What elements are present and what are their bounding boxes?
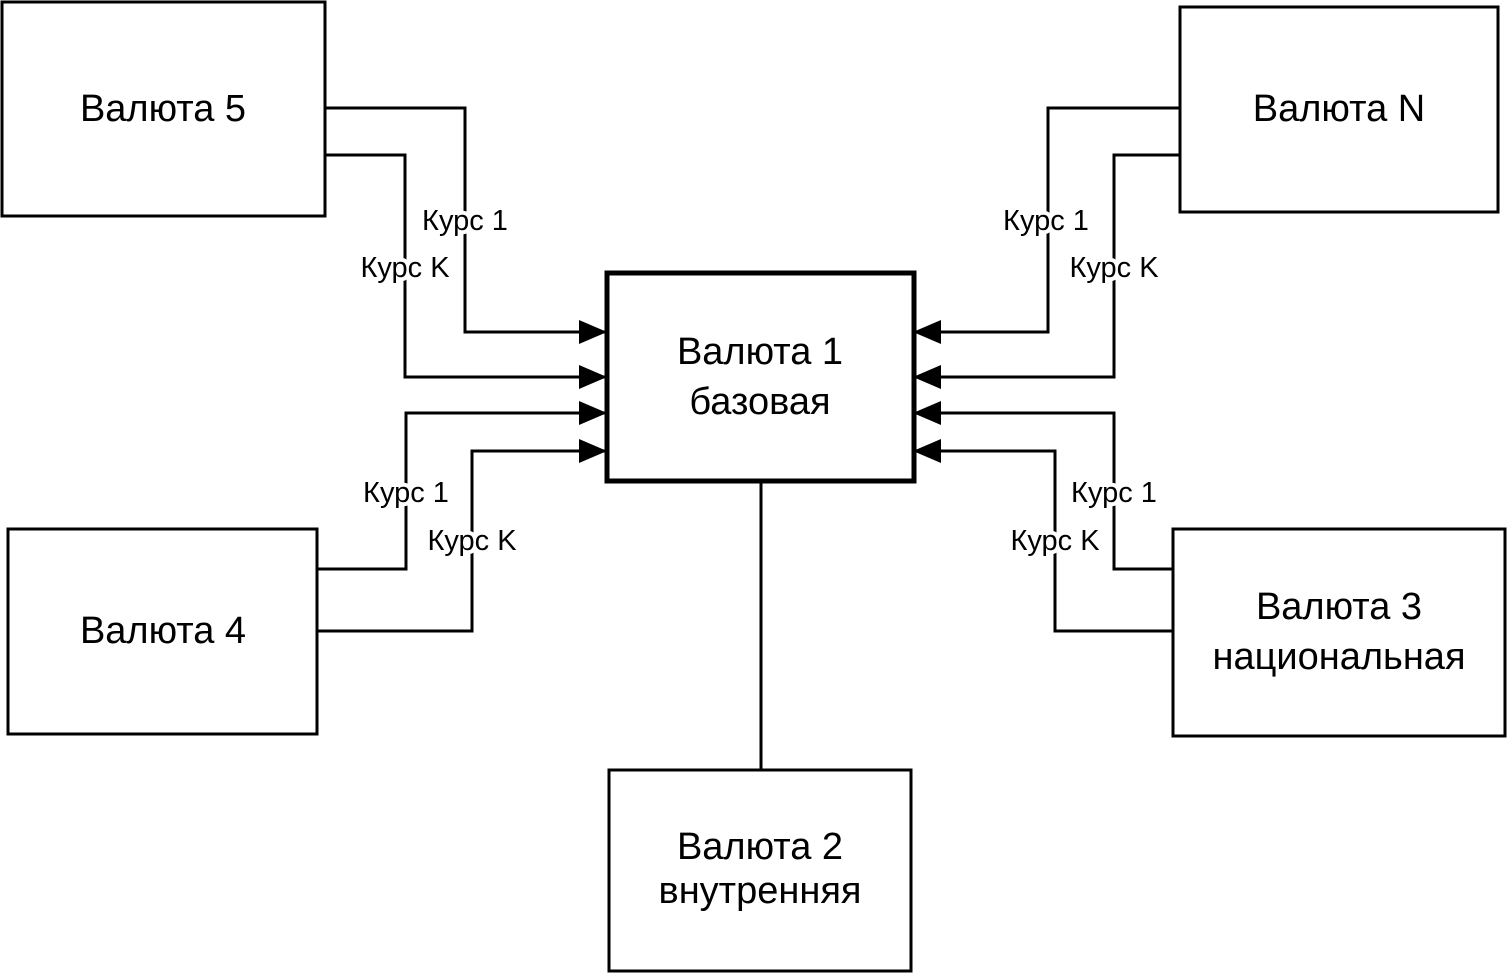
node-currency-1: Валюта 1 базовая [604, 270, 917, 484]
node-currency-3-label: Валюта 3 [1256, 586, 1422, 628]
node-currency-5-label: Валюта 5 [80, 88, 246, 130]
node-currency-n: Валюта N [1178, 5, 1500, 214]
node-currency-n-label: Валюта N [1253, 88, 1425, 130]
arrow-currency-5-rate-k [299, 143, 607, 389]
rate-label-currency-4-rate-k: Курс K [427, 525, 517, 557]
arrow-currency-3-rate-k [913, 439, 1199, 643]
rate-label-currency-n-rate-1: Курс 1 [1003, 205, 1089, 237]
rate-label-currency-3-rate-1: Курс 1 [1071, 477, 1157, 509]
node-currency-5: Валюта 5 [0, 0, 327, 218]
node-currency-2: Валюта 2 внутренняя [607, 768, 913, 973]
rate-label-currency-3-rate-k: Курс K [1010, 525, 1100, 557]
node-currency-2-label: Валюта 2 [677, 826, 843, 868]
arrow-currency-n-rate-k [913, 143, 1206, 389]
node-currency-1-label: Валюта 1 [677, 331, 843, 373]
rate-label-currency-5-rate-1: Курс 1 [422, 205, 508, 237]
rate-label-currency-4-rate-1: Курс 1 [363, 477, 449, 509]
arrow-currency-4-rate-k [291, 439, 607, 643]
node-currency-1-sublabel: базовая [689, 381, 830, 423]
node-currency-4: Валюта 4 [6, 527, 319, 736]
rate-label-currency-n-rate-k: Курс K [1069, 252, 1159, 284]
node-currency-3-sublabel: национальная [1212, 636, 1465, 678]
rate-label-currency-5-rate-k: Курс K [360, 252, 450, 284]
node-currency-4-label: Валюта 4 [80, 610, 246, 652]
node-currency-2-sublabel: внутренняя [659, 870, 862, 912]
node-currency-3: Валюта 3 национальная [1171, 527, 1507, 738]
